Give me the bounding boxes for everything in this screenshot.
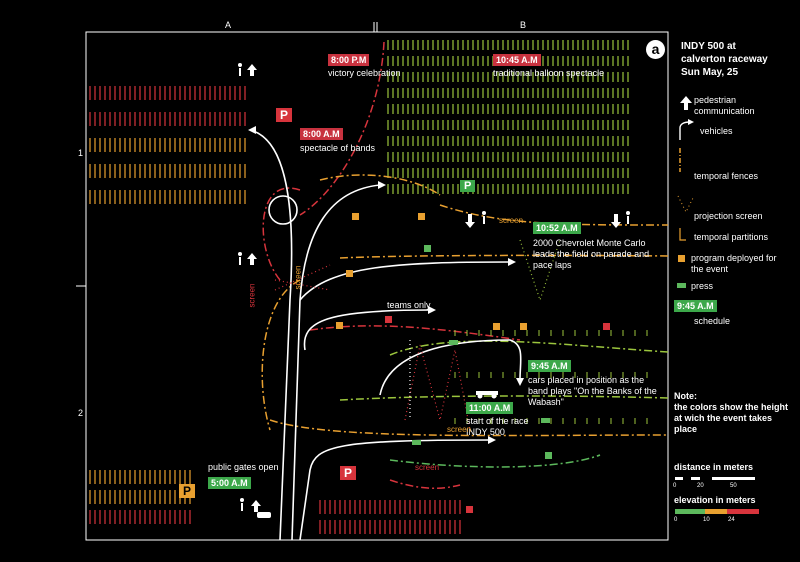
legend-symbols bbox=[675, 96, 759, 514]
parking-sign-orange: P bbox=[179, 484, 196, 498]
legend-fences: temporal fences bbox=[694, 171, 759, 181]
legend-pedestrian: pedestrian communication bbox=[694, 95, 755, 116]
elevation-tick-10: 10 bbox=[703, 517, 710, 523]
event-time-victory: 8:00 P.M bbox=[328, 54, 370, 66]
event-text-victory: victory celebration bbox=[328, 68, 401, 78]
legend-note-title: Note: bbox=[674, 391, 697, 401]
screen-label-3: screen bbox=[415, 463, 440, 472]
program-icons bbox=[336, 213, 527, 330]
legend-note-text: the colors show the height at wich the e… bbox=[674, 402, 789, 434]
legend-elevation-title: elevation in meters bbox=[674, 495, 756, 505]
distance-tick-50: 50 bbox=[730, 483, 737, 489]
event-text-balloon: traditional balloon spectacle bbox=[493, 68, 605, 78]
program-icons-green bbox=[424, 245, 552, 459]
grid-col-a: A bbox=[225, 20, 232, 30]
parking-sign-green: P bbox=[460, 180, 476, 192]
event-time-gates: 5:00 A.M bbox=[208, 477, 251, 489]
event-text-parade: 2000 Chevrolet Monte Carlo leads the fie… bbox=[533, 238, 650, 270]
grid-row-2: 2 bbox=[78, 408, 84, 418]
vehicle-icon bbox=[257, 512, 271, 518]
distance-tick-0: 0 bbox=[673, 483, 677, 489]
event-text-start: start of the race INDY 500 bbox=[466, 416, 529, 437]
event-time-parade: 10:52 A.M bbox=[533, 222, 581, 234]
vehicle-routes bbox=[249, 129, 522, 541]
projection-screens bbox=[274, 239, 561, 431]
legend-projection: projection screen bbox=[694, 211, 763, 221]
screen-label-2: screen bbox=[447, 425, 472, 434]
temporal-fences bbox=[261, 41, 669, 490]
elevation-tick-24: 24 bbox=[728, 517, 735, 523]
parking-stripes-red bbox=[89, 86, 246, 126]
parking-sign-red-top: P bbox=[276, 108, 293, 122]
screen-label-1: screen bbox=[499, 216, 524, 225]
event-time-bands: 8:00 A.M bbox=[300, 128, 343, 140]
page-title: INDY 500 at calverton raceway Sun May, 2… bbox=[681, 41, 768, 78]
press-icons bbox=[412, 340, 550, 445]
map-badge: a bbox=[646, 40, 665, 59]
screen-label-5: screen bbox=[293, 265, 303, 290]
event-time-balloon: 10:45 A.M bbox=[493, 54, 541, 66]
parking-stripes-lime bbox=[387, 40, 629, 194]
screen-label-4: screen bbox=[247, 283, 257, 308]
event-text-position: cars placed in position as the band play… bbox=[528, 375, 657, 407]
legend-partitions: temporal partitions bbox=[694, 232, 769, 242]
parking-stripes-orange bbox=[89, 138, 246, 204]
track-markers bbox=[454, 330, 648, 424]
legend-schedule-tag: 9:45 A.M bbox=[674, 300, 717, 312]
event-text-bands: spectacle of bands bbox=[300, 143, 376, 153]
parking-sign-red-bottom: P bbox=[340, 466, 357, 480]
distance-tick-20: 20 bbox=[697, 483, 704, 489]
legend-program: program deployed for the event bbox=[691, 253, 777, 274]
program-icons-red bbox=[385, 316, 610, 513]
grid-row-1: 1 bbox=[78, 148, 84, 158]
teams-only-label: teams only bbox=[387, 300, 431, 310]
pedestrian-icons bbox=[238, 63, 630, 512]
event-text-gates: public gates open bbox=[208, 462, 279, 472]
elevation-tick-0: 0 bbox=[674, 517, 678, 523]
legend-distance-title: distance in meters bbox=[674, 462, 754, 472]
event-time-start: 11:00 A.M bbox=[466, 402, 514, 414]
legend-press: press bbox=[691, 281, 714, 291]
race-car-icon bbox=[476, 391, 498, 399]
legend-schedule: schedule bbox=[694, 316, 731, 326]
legend-vehicles: vehicles bbox=[700, 126, 733, 136]
grid-col-b: B bbox=[520, 20, 527, 30]
event-time-position: 9:45 A.M bbox=[528, 360, 571, 372]
route-arrowheads bbox=[248, 126, 524, 444]
